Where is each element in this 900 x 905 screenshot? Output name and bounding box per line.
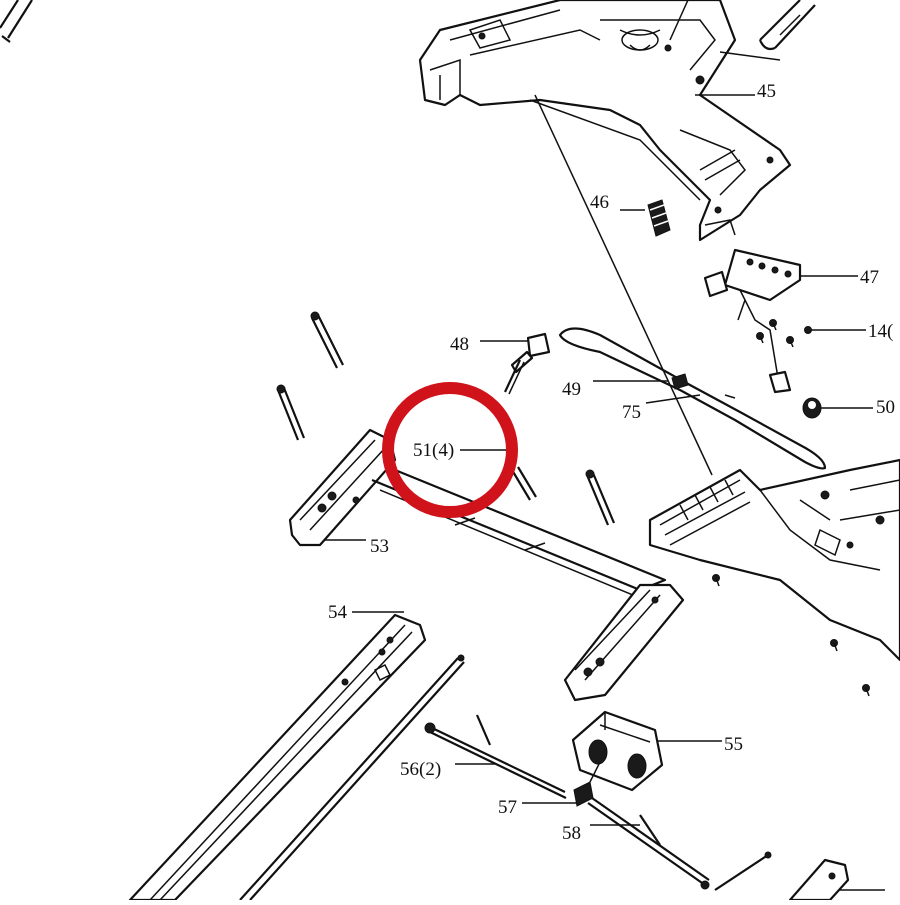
callout-48: 48: [450, 334, 469, 355]
part-58-rod: [587, 797, 772, 891]
callout-55: 55: [724, 734, 743, 755]
part-top-left-fragment: [0, 0, 33, 43]
part-pins: [276, 311, 616, 526]
part-50-knob: [802, 397, 822, 419]
callout-75: 75: [622, 402, 641, 423]
part-bottom-right-rail: [788, 858, 850, 902]
part-console-housing: [418, 0, 792, 242]
callout-49: 49: [562, 379, 581, 400]
callout-14: 14(: [868, 321, 894, 342]
callout-50: 50: [876, 397, 895, 418]
part-46-spring: [647, 199, 671, 237]
callout-45: 45: [757, 81, 776, 102]
callout-53: 53: [370, 536, 389, 557]
callout-51: 51(4): [413, 440, 455, 461]
part-57-spring: [573, 761, 601, 807]
callout-57: 57: [498, 797, 517, 818]
highlight-circle: [382, 382, 518, 518]
part-56-axle: [239, 654, 567, 901]
part-47-board: [703, 248, 802, 394]
part-loose-screws: [712, 574, 870, 697]
callout-46: 46: [590, 192, 609, 213]
part-54-rail: [128, 613, 427, 902]
part-handle-grip: [758, 0, 816, 51]
part-49-cable: [558, 327, 827, 470]
part-53-frame: [288, 428, 685, 702]
part-55-bracket: [571, 710, 664, 792]
callout-58: 58: [562, 823, 581, 844]
callout-47: 47: [860, 267, 879, 288]
part-14-screws: [756, 319, 812, 348]
callout-54: 54: [328, 602, 347, 623]
part-motor-housing: [648, 458, 900, 662]
part-48-sensor: [504, 332, 551, 395]
callout-56: 56(2): [400, 759, 442, 780]
